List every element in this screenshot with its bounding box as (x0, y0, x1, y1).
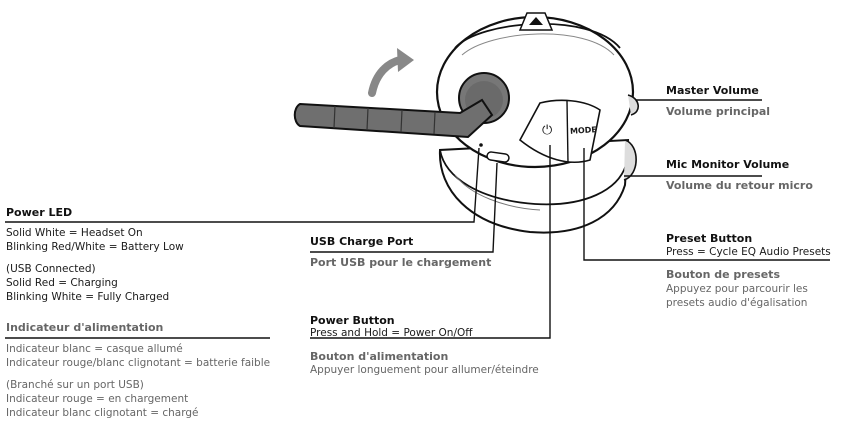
power-led-usb-line2: Blinking White = Fully Charged (6, 291, 170, 303)
mic-monitor-wheel[interactable] (623, 139, 637, 181)
earcup-band (439, 149, 627, 206)
power-led-dot (479, 143, 483, 147)
master-volume-fr: Volume principal (666, 105, 771, 118)
preset-button-desc: Press = Cycle EQ Audio Presets (666, 246, 831, 258)
power-button-desc: Press and Hold = Power On/Off (310, 327, 473, 339)
power-button-title: Power Button (310, 314, 395, 327)
mic-boom[interactable] (293, 98, 494, 139)
preset-button-fr-line2: presets audio d'égalisation (666, 297, 808, 309)
usb-port-title: USB Charge Port (310, 235, 414, 248)
control-panel (518, 99, 601, 163)
power-led-fr-line2: Indicateur rouge/blanc clignotant = batt… (6, 357, 271, 369)
power-button-fr-title: Bouton d'alimentation (310, 350, 449, 363)
preset-button-fr-title: Bouton de presets (666, 268, 780, 281)
power-led-usb-header: (USB Connected) (6, 263, 96, 275)
power-led-fr-title: Indicateur d'alimentation (6, 321, 164, 334)
mic-monitor-title: Mic Monitor Volume (666, 158, 790, 171)
mode-button-label[interactable]: MODE (569, 125, 598, 136)
leader-power-button (310, 145, 551, 339)
preset-button-fr-line1: Appuyez pour parcourir les (666, 283, 808, 295)
power-button-fr-desc: Appuyer longuement pour allumer/éteindre (310, 364, 539, 376)
usb-port[interactable] (486, 151, 510, 163)
power-icon[interactable]: ⏻ (542, 123, 553, 138)
power-led-usb-line1: Solid Red = Charging (6, 277, 118, 289)
power-led-fr-line1: Indicateur blanc = casque allumé (6, 343, 183, 355)
preset-button-title: Preset Button (666, 232, 753, 245)
leader-power-led (5, 147, 480, 223)
power-led-fr-usb-line2: Indicateur blanc clignotant = chargé (6, 407, 199, 419)
mic-monitor-fr: Volume du retour micro (666, 179, 813, 192)
power-led-line2: Blinking Red/White = Battery Low (6, 241, 184, 253)
rotate-arrow-icon (368, 56, 404, 97)
power-led-title: Power LED (6, 206, 73, 219)
power-led-fr-usb-line1: Indicateur rouge = en chargement (6, 393, 189, 405)
usb-port-fr: Port USB pour le chargement (310, 256, 492, 269)
leader-usb-port (310, 162, 498, 253)
leader-preset (583, 148, 830, 261)
power-led-fr-usb-header: (Branché sur un port USB) (6, 379, 144, 391)
master-volume-title: Master Volume (666, 84, 759, 97)
earcup-base (438, 138, 630, 234)
power-led-line1: Solid White = Headset On (6, 227, 143, 239)
master-volume-wheel[interactable] (627, 94, 639, 116)
